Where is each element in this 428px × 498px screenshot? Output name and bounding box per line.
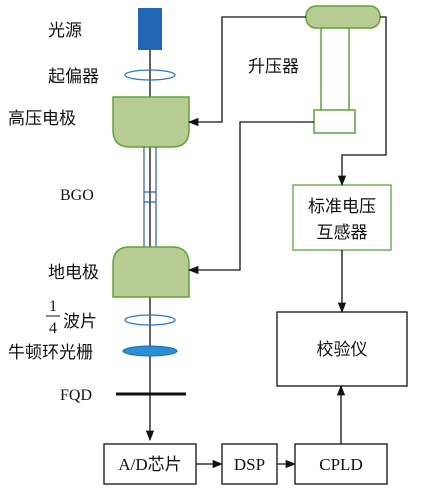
polarizer-label: 起偏器: [48, 67, 99, 87]
bgo-crystal: [143, 147, 157, 247]
std-vt-label-line1: 标准电压: [308, 197, 376, 217]
grating-ellipse: [122, 345, 178, 357]
booster-label: 升压器: [248, 57, 299, 77]
quarter-fraction: 1 4: [46, 298, 60, 337]
booster-column: [320, 28, 350, 110]
grating-label: 牛顿环光栅: [8, 343, 93, 363]
wave-plate-label: 波片: [63, 312, 97, 332]
ground-electrode: [112, 246, 190, 298]
quarter-denominator: 4: [49, 320, 57, 337]
booster-to-ground-electrode-wire: [187, 121, 314, 275]
light-source-label: 光源: [48, 21, 82, 41]
polarizer-ellipse: [124, 69, 176, 81]
calibrator-label: 校验仪: [317, 340, 368, 359]
cpld-label: CPLD: [319, 455, 362, 474]
cpld-box: [294, 443, 388, 485]
quarter-numerator: 1: [49, 298, 57, 315]
ground-electrode-label: 地电极: [48, 263, 99, 283]
fqd-label: FQD: [60, 387, 92, 404]
bgo-label: BGO: [60, 187, 94, 204]
std-voltage-transformer-box: [292, 184, 392, 251]
adc-label: A/D芯片: [118, 455, 181, 474]
hv-electrode-label: 高压电极: [8, 109, 76, 129]
booster-top-cap: [305, 5, 381, 29]
booster-to-hv-electrode-wire: [187, 16, 306, 127]
adc-box: [103, 443, 197, 485]
light-source-block: [138, 8, 162, 50]
booster-to-vt-wire: [337, 16, 387, 187]
calibrator-box: [276, 311, 408, 387]
dsp-label: DSP: [234, 455, 265, 474]
quarter-wave-plate-ellipse: [124, 314, 176, 326]
dsp-box: [221, 443, 278, 485]
booster-base-box: [313, 109, 356, 134]
std-vt-label-line2: 互感器: [317, 223, 368, 243]
hv-electrode: [112, 96, 190, 148]
